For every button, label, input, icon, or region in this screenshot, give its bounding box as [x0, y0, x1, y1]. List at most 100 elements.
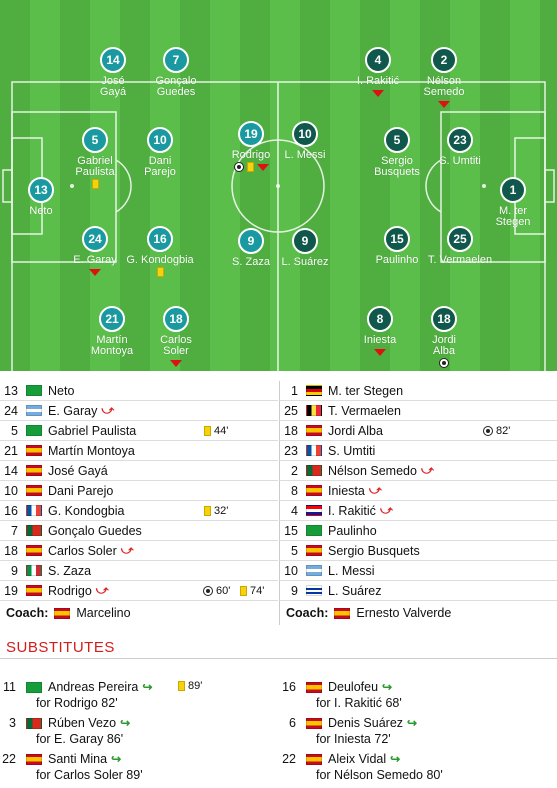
- player-name[interactable]: I. Rakitić: [328, 503, 376, 518]
- player-number: 2: [431, 47, 457, 73]
- flag-br-icon: [26, 681, 42, 693]
- shirt-number: 15: [284, 523, 298, 538]
- player-name[interactable]: Neto: [48, 383, 75, 398]
- player-name[interactable]: Denis Suárez: [328, 716, 404, 730]
- shirt-number: 18: [4, 543, 18, 558]
- player-name[interactable]: Carlos Soler: [48, 543, 117, 558]
- card-minute: 89': [188, 680, 203, 692]
- substitution-in-icon: ↪: [390, 752, 401, 766]
- substitution-out-icon: [374, 349, 386, 356]
- shirt-number: 10: [284, 563, 298, 578]
- player-name: I. Rakitić: [356, 75, 400, 87]
- player-name: T. Vermaelen: [427, 254, 493, 266]
- shirt-number: 24: [4, 403, 18, 418]
- substitution-out-icon: [372, 90, 384, 97]
- player-name[interactable]: Paulinho: [328, 523, 377, 538]
- flag-es-icon: [306, 545, 322, 556]
- goal-minute: 82': [496, 424, 511, 437]
- shirt-number: 22: [282, 752, 296, 766]
- flag-es-icon: [26, 753, 42, 765]
- player-name[interactable]: Rúben Vezo: [48, 716, 117, 730]
- player-name[interactable]: Nélson Semedo: [328, 463, 417, 478]
- player-name[interactable]: Deulofeu: [328, 680, 379, 694]
- player-name[interactable]: Iniesta: [328, 483, 365, 498]
- substitution-out-icon: ⤻: [95, 583, 109, 597]
- player-number: 23: [447, 127, 473, 153]
- player-name[interactable]: Andreas Pereira: [48, 680, 139, 694]
- player-name[interactable]: T. Vermaelen: [328, 403, 401, 418]
- event-icons: [340, 347, 420, 359]
- shirt-number: 7: [11, 523, 18, 538]
- flag-es-icon: [26, 585, 42, 596]
- player-name[interactable]: Aleix Vidal: [328, 752, 387, 766]
- player-name[interactable]: Rodrigo: [48, 583, 92, 598]
- player-name: E. Garay: [73, 254, 117, 266]
- player-name[interactable]: S. Zaza: [48, 563, 92, 578]
- player-name[interactable]: Dani Parejo: [48, 483, 114, 498]
- player-name[interactable]: E. Garay: [48, 403, 98, 418]
- goal-minute: 60': [216, 584, 231, 597]
- flag-it-icon: [26, 565, 42, 576]
- goal-event: 60': [203, 585, 230, 597]
- lineup-row: 7 Gonçalo Guedes: [0, 521, 278, 541]
- flag-ar-icon: [306, 565, 322, 576]
- yellow-card-icon: [204, 505, 211, 516]
- player-name: L. Suárez: [281, 256, 329, 268]
- player-name[interactable]: Gonçalo Guedes: [48, 523, 142, 538]
- player-name[interactable]: G. Kondogbia: [48, 503, 125, 518]
- player-name[interactable]: Santi Mina: [48, 752, 108, 766]
- shirt-number: 2: [291, 463, 298, 478]
- player-name[interactable]: M. ter Stegen: [328, 383, 404, 398]
- shirt-number: 10: [4, 483, 18, 498]
- event-icons: [120, 267, 200, 279]
- event-icons: [211, 162, 291, 174]
- player-name[interactable]: Jordi Alba: [328, 423, 383, 438]
- flag-es-icon: [54, 607, 71, 619]
- player-name[interactable]: S. Umtiti: [328, 443, 376, 458]
- player-name[interactable]: L. Messi: [328, 563, 375, 578]
- player-name[interactable]: Martín Montoya: [48, 443, 135, 458]
- shirt-number: 19: [4, 583, 18, 598]
- player-name[interactable]: Gabriel Paulista: [48, 423, 137, 438]
- player-name[interactable]: Sergio Busquets: [328, 543, 420, 558]
- coach-name[interactable]: Ernesto Valverde: [356, 606, 452, 620]
- lineup-row: 10 L. Messi: [280, 561, 557, 581]
- yellow-card-icon: [178, 681, 185, 691]
- substitution-out-icon: [170, 360, 182, 367]
- player-name[interactable]: José Gayá: [48, 463, 108, 478]
- coach-name[interactable]: Marcelino: [76, 606, 131, 620]
- player-name[interactable]: L. Suárez: [328, 583, 382, 598]
